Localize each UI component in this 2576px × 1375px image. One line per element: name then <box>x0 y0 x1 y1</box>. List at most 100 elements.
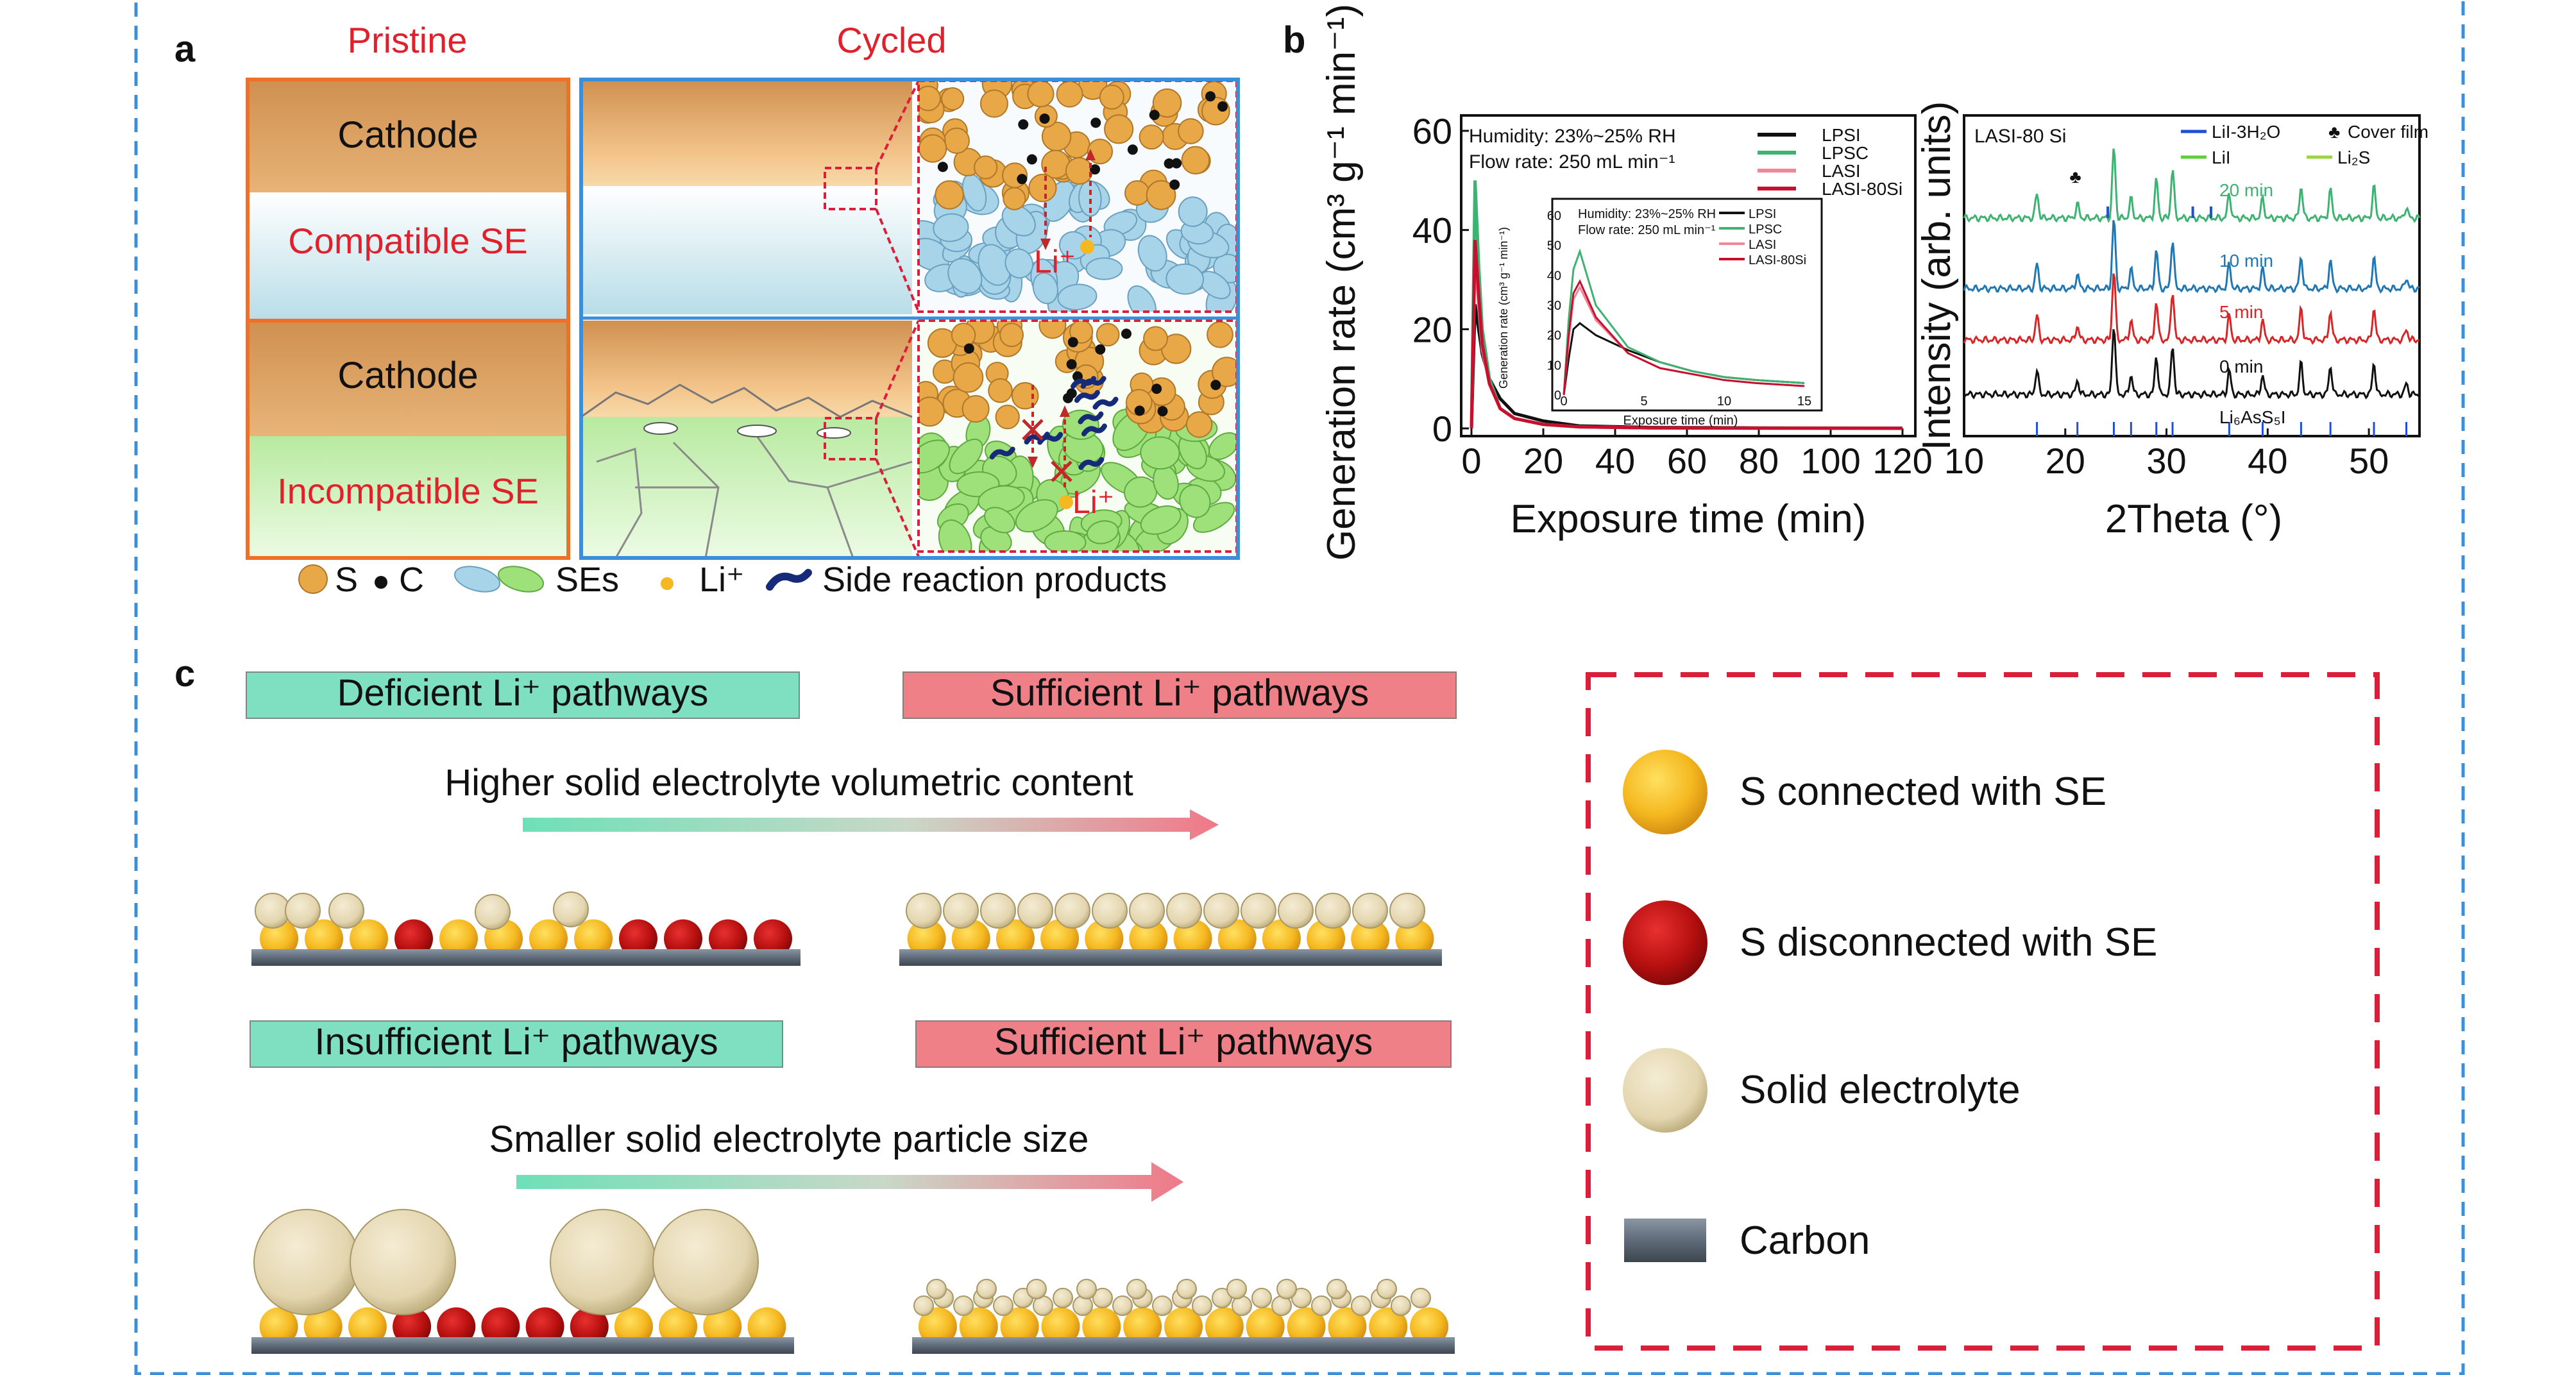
se-green-icon <box>497 566 545 593</box>
box-deficient <box>246 671 800 719</box>
sulfur-particle <box>1096 323 1120 347</box>
solid-electrolyte-particle <box>1176 1279 1197 1299</box>
s-connected-particle <box>951 919 990 958</box>
solid-electrolyte-particle <box>1389 893 1425 929</box>
side-product <box>989 446 1015 460</box>
sulfur-particle <box>979 89 1008 118</box>
solid-electrolyte-particle <box>906 893 942 929</box>
solid-electrolyte-particle <box>1278 893 1314 929</box>
chart2-xtick-label: 30 <box>2146 441 2186 481</box>
inset-xlabel: Exposure time (min) <box>1623 414 1738 428</box>
sulfur-particle <box>1139 124 1164 150</box>
blocked-x-marks <box>1022 419 1072 482</box>
chart1-ylabel: Generation rate (cm³ g⁻¹ min⁻¹) <box>1319 4 1364 561</box>
sulfur-icon <box>298 564 328 594</box>
se-particle-blue <box>947 258 983 294</box>
legend-c: C <box>399 561 424 599</box>
solid-electrolyte-particle <box>1251 1288 1272 1308</box>
carbon-particle <box>1017 174 1028 185</box>
sulfur-particle <box>1011 382 1039 410</box>
solid-electrolyte-particle <box>953 1295 974 1316</box>
sulfur-particle <box>919 134 947 163</box>
inset-ytick-label: 40 <box>1547 269 1561 283</box>
carbon-layer <box>912 1337 1455 1354</box>
li-ion-dot-bottom <box>1059 495 1073 509</box>
se-particle-green <box>938 519 972 552</box>
chart1-xtick-label: 60 <box>1667 441 1707 481</box>
carbon-particle <box>1164 158 1174 169</box>
s-disconnected-particle <box>664 919 702 958</box>
chart1-xtick-label: 20 <box>1523 441 1563 481</box>
s-connected-particle <box>348 1307 387 1346</box>
solid-electrolyte-particle <box>1166 893 1202 929</box>
side-product <box>1024 432 1050 445</box>
inset-ytick-label: 20 <box>1547 329 1561 343</box>
chart2-xtick-label: 20 <box>2046 441 2085 481</box>
gradient-arrow-1 <box>523 809 1219 840</box>
electrode-large-se <box>251 1209 794 1354</box>
sulfur-particle <box>1003 187 1026 210</box>
sulfur-particle <box>919 85 941 112</box>
li-ion-icon <box>661 577 674 590</box>
chart2-xlabel: 2Theta (°) <box>2105 497 2282 541</box>
inset-ytick-label: 50 <box>1547 239 1561 253</box>
cover-film-icon: ♣ <box>2328 122 2340 142</box>
sulfur-particle <box>1201 96 1230 126</box>
sulfur-particle <box>1207 321 1233 348</box>
xrd-pattern-label: 20 min <box>2219 180 2273 200</box>
cathode-top-label: Cathode <box>337 114 478 156</box>
inset-xtick-label: 0 <box>1560 394 1567 409</box>
side-product <box>1078 457 1105 470</box>
side-product <box>1081 423 1107 437</box>
legend-lii3h2o: LiI-3H₂O <box>2212 122 2280 142</box>
s-connected-particle <box>918 1307 957 1346</box>
inset-xtick-label: 5 <box>1640 394 1647 409</box>
carbon-particle <box>1121 328 1131 339</box>
carbon-particle <box>1205 91 1216 102</box>
s-disconnected-particle <box>754 919 792 958</box>
s-connected-particle <box>1307 919 1346 958</box>
sulfur-particle <box>974 155 998 180</box>
sulfur-particle <box>935 180 964 210</box>
li-label-top: Li⁺ <box>1034 244 1076 280</box>
panel-a-letter: a <box>174 28 196 70</box>
carbon-particle <box>1157 406 1168 417</box>
arrow1-label: Higher solid electrolyte volumetric cont… <box>445 762 1133 804</box>
sulfur-particle <box>1104 114 1134 144</box>
chart1-ytick-label: 0 <box>1432 409 1452 449</box>
solid-electrolyte-particle <box>475 894 511 930</box>
sulfur-particle <box>1212 357 1237 387</box>
solid-electrolyte-particle <box>1311 1295 1332 1316</box>
solid-electrolyte-particle <box>652 1209 759 1315</box>
sulfur-particle <box>962 394 990 423</box>
se-particle-blue <box>919 237 951 271</box>
sulfur-particle <box>1143 326 1169 351</box>
chart2-xtick-label: 40 <box>2248 441 2287 481</box>
legend-cover: Cover film <box>2348 122 2428 142</box>
carbon-particle <box>1149 110 1160 121</box>
s-connected-particle <box>659 1307 698 1346</box>
chart1-xtick-label: 0 <box>1461 441 1481 481</box>
carbon-particle <box>1169 179 1180 190</box>
s-disconnected-particle <box>709 919 747 958</box>
sulfur-particle <box>1027 81 1055 108</box>
carbon-particle <box>1095 344 1106 355</box>
s-disconnected-particle <box>570 1307 609 1346</box>
carbon-layer <box>251 1337 794 1354</box>
chart1-xlabel: Exposure time (min) <box>1511 497 1867 541</box>
zoom-incompatible <box>919 321 1237 552</box>
electrode-low-se <box>251 891 801 966</box>
side-product <box>1074 390 1100 403</box>
solid-electrolyte-particle <box>1053 1288 1073 1308</box>
solid-electrolyte-particle <box>1352 893 1388 929</box>
s-connected-particle <box>1040 919 1080 958</box>
chart2-xtick-label: 50 <box>2349 441 2389 481</box>
se-particle-green <box>1044 530 1087 552</box>
carbon-particle <box>1171 158 1182 169</box>
chart1-series-lasi-80si <box>1470 239 1903 430</box>
inset-ytick-label: 30 <box>1547 299 1561 313</box>
s-connected-particle <box>1395 919 1434 958</box>
se-particle-blue <box>1085 257 1123 280</box>
carbon-particle <box>937 162 948 173</box>
